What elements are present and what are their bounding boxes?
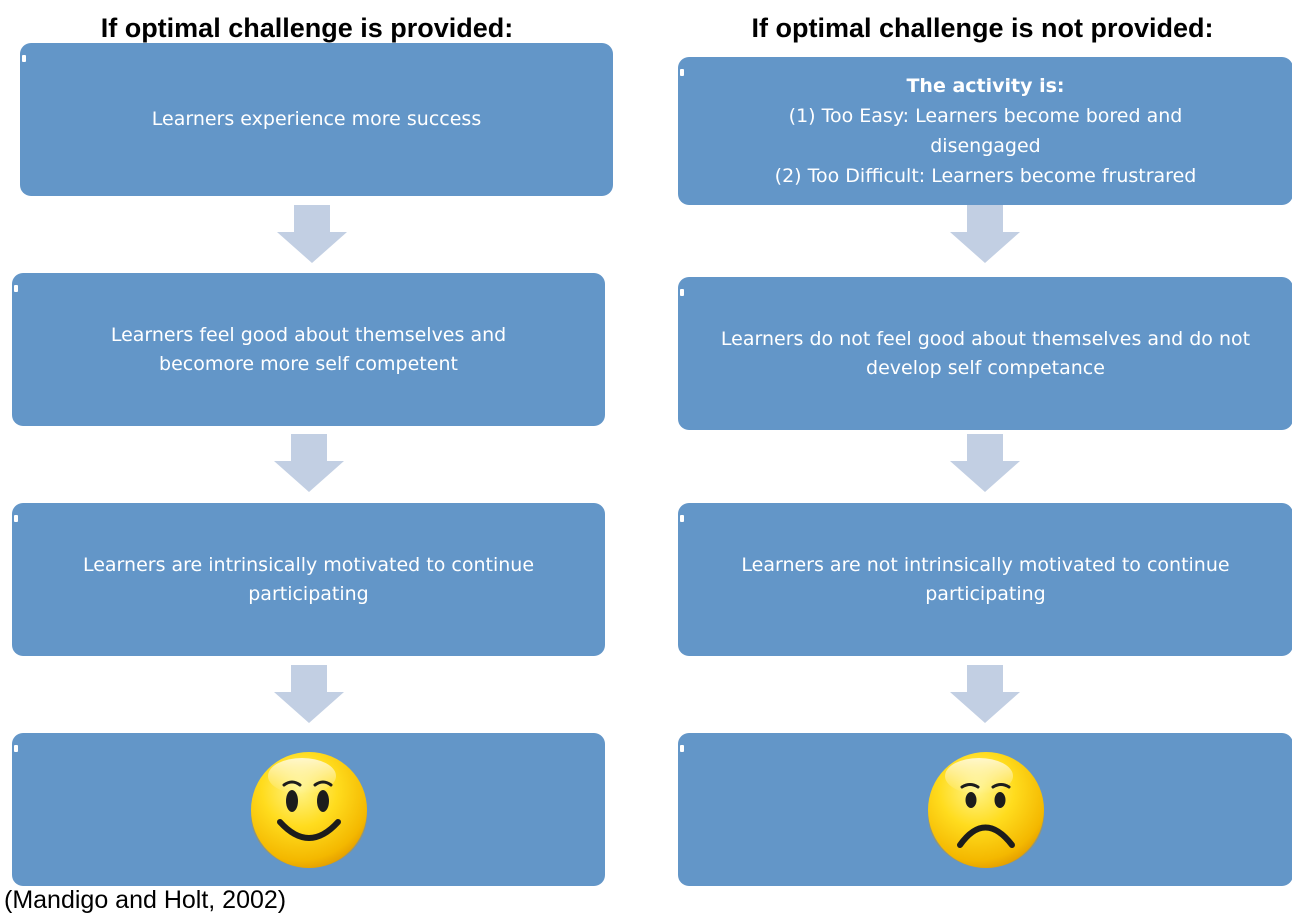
right-step-not-motivated: Learners are not intrinsically motivated…	[678, 503, 1292, 656]
activity-too-easy: (1) Too Easy: Learners become bored and …	[788, 105, 1183, 157]
left-step-success: Learners experience more success	[20, 43, 613, 196]
notch	[14, 285, 18, 292]
citation: (Mandigo and Holt, 2002)	[4, 886, 287, 914]
right-step-2-text: Learners do not feel good about themselv…	[720, 327, 1251, 379]
down-arrow-icon	[274, 434, 344, 492]
left-step-self-competence: Learners feel good about themselves and …	[12, 273, 605, 426]
unhappy-face-icon	[927, 751, 1044, 868]
down-arrow-icon	[274, 665, 344, 723]
notch	[14, 515, 18, 522]
left-step-1-text: Learners experience more success	[151, 108, 482, 130]
notch	[680, 289, 684, 296]
left-step-3-text: Learners are intrinsically motivated to …	[82, 553, 535, 605]
down-arrow-icon	[950, 205, 1020, 263]
down-arrow-icon	[950, 665, 1020, 723]
right-step-activity: The activity is: (1) Too Easy: Learners …	[678, 57, 1292, 205]
left-step-2-text: Learners feel good about themselves and …	[110, 323, 507, 375]
notch	[14, 745, 18, 752]
notch	[680, 69, 684, 76]
right-column-heading: If optimal challenge is not provided:	[751, 13, 1214, 43]
left-outcome-box	[12, 733, 605, 886]
left-column-heading: If optimal challenge is provided:	[100, 13, 514, 43]
notch	[22, 55, 26, 62]
left-step-motivated: Learners are intrinsically motivated to …	[12, 503, 605, 656]
right-step-3-text: Learners are not intrinsically motivated…	[741, 553, 1230, 605]
notch	[680, 745, 684, 752]
down-arrow-icon	[950, 434, 1020, 492]
right-step-no-self-competence: Learners do not feel good about themselv…	[678, 277, 1292, 430]
happy-face-icon	[250, 751, 367, 868]
down-arrow-icon	[277, 205, 347, 263]
activity-too-difficult: (2) Too Difficult: Learners become frust…	[774, 165, 1197, 187]
activity-title: The activity is:	[906, 75, 1065, 97]
notch	[680, 515, 684, 522]
right-outcome-box	[678, 733, 1292, 886]
